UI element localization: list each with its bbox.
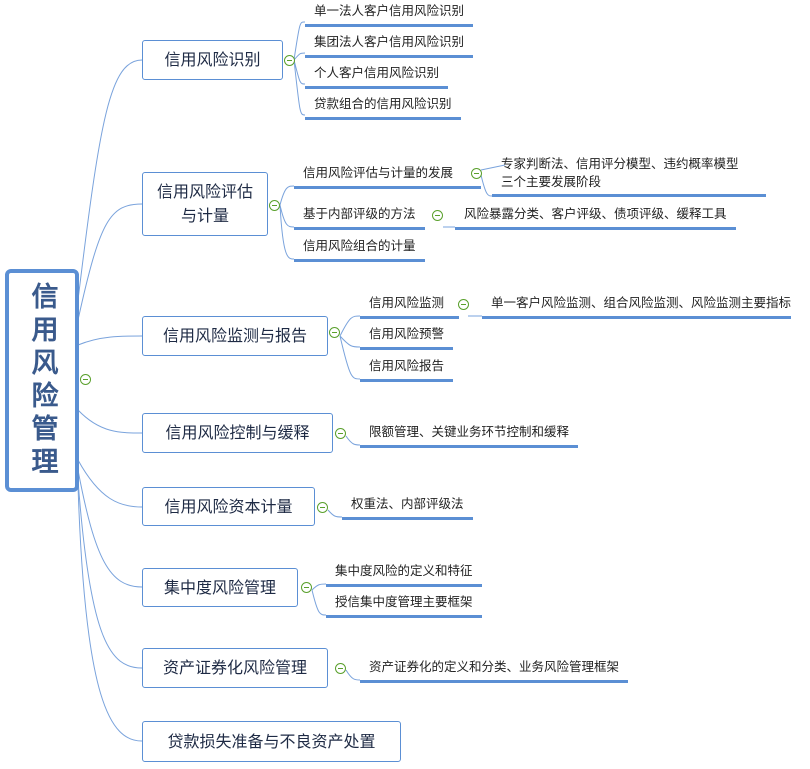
leaf-text: 三个主要发展阶段 [501, 174, 602, 189]
collapse-toggle-icon[interactable] [301, 582, 312, 593]
root-label: 信用风险管理 [26, 281, 58, 480]
collapse-toggle-icon[interactable] [335, 663, 346, 674]
leaf-node[interactable]: 信用风险监测 [360, 293, 460, 319]
leaf-node[interactable]: 单一法人客户信用风险识别 [305, 1, 474, 27]
leaf-node[interactable]: 资产证券化的定义和分类、业务风险管理框架 [360, 657, 629, 683]
collapse-toggle-icon[interactable] [269, 200, 280, 211]
collapse-toggle-icon[interactable] [458, 299, 469, 310]
collapse-toggle-icon[interactable] [432, 210, 443, 221]
leaf-node[interactable]: 授信集中度管理主要框架 [326, 592, 482, 618]
leaf-node[interactable]: 集中度风险的定义和特征 [326, 561, 482, 587]
leaf-node[interactable]: 专家判断法、信用评分模型、违约概率模型三个主要发展阶段 [492, 155, 766, 197]
branch-node[interactable]: 信用风险控制与缓释 [142, 413, 333, 453]
collapse-toggle-icon[interactable] [329, 327, 340, 338]
collapse-toggle-icon[interactable] [335, 428, 346, 439]
root-node[interactable]: 信用风险管理 [5, 269, 79, 492]
leaf-node[interactable]: 信用风险预警 [360, 324, 454, 350]
leaf-node[interactable]: 风险暴露分类、客户评级、债项评级、缓释工具 [455, 204, 736, 230]
leaf-node[interactable]: 信用风险组合的计量 [294, 236, 425, 262]
leaf-node[interactable]: 基于内部评级的方法 [294, 204, 425, 230]
collapse-toggle-icon[interactable] [317, 502, 328, 513]
branch-node[interactable]: 信用风险监测与报告 [142, 316, 328, 356]
branch-node[interactable]: 信用风险评估与计量 [142, 172, 268, 236]
leaf-text: 专家判断法、信用评分模型、违约概率模型 [501, 156, 739, 171]
leaf-node[interactable]: 信用风险评估与计量的发展 [294, 163, 482, 189]
leaf-node[interactable]: 个人客户信用风险识别 [305, 63, 449, 89]
branch-node[interactable]: 信用风险识别 [142, 40, 283, 80]
leaf-node[interactable]: 信用风险报告 [360, 356, 454, 382]
branch-node[interactable]: 贷款损失准备与不良资产处置 [142, 721, 401, 762]
collapse-toggle-icon[interactable] [284, 55, 295, 66]
leaf-node[interactable]: 单一客户风险监测、组合风险监测、风险监测主要指标 [482, 293, 792, 319]
leaf-node[interactable]: 贷款组合的信用风险识别 [305, 94, 461, 120]
leaf-node[interactable]: 限额管理、关键业务环节控制和缓释 [360, 422, 579, 448]
leaf-node[interactable]: 集团法人客户信用风险识别 [305, 32, 474, 58]
branch-node[interactable]: 集中度风险管理 [142, 568, 298, 607]
collapse-toggle-icon[interactable] [80, 374, 91, 385]
leaf-node[interactable]: 权重法、内部评级法 [342, 494, 473, 520]
branch-node[interactable]: 信用风险资本计量 [142, 487, 315, 526]
branch-node[interactable]: 资产证券化风险管理 [142, 648, 328, 688]
collapse-toggle-icon[interactable] [471, 168, 482, 179]
